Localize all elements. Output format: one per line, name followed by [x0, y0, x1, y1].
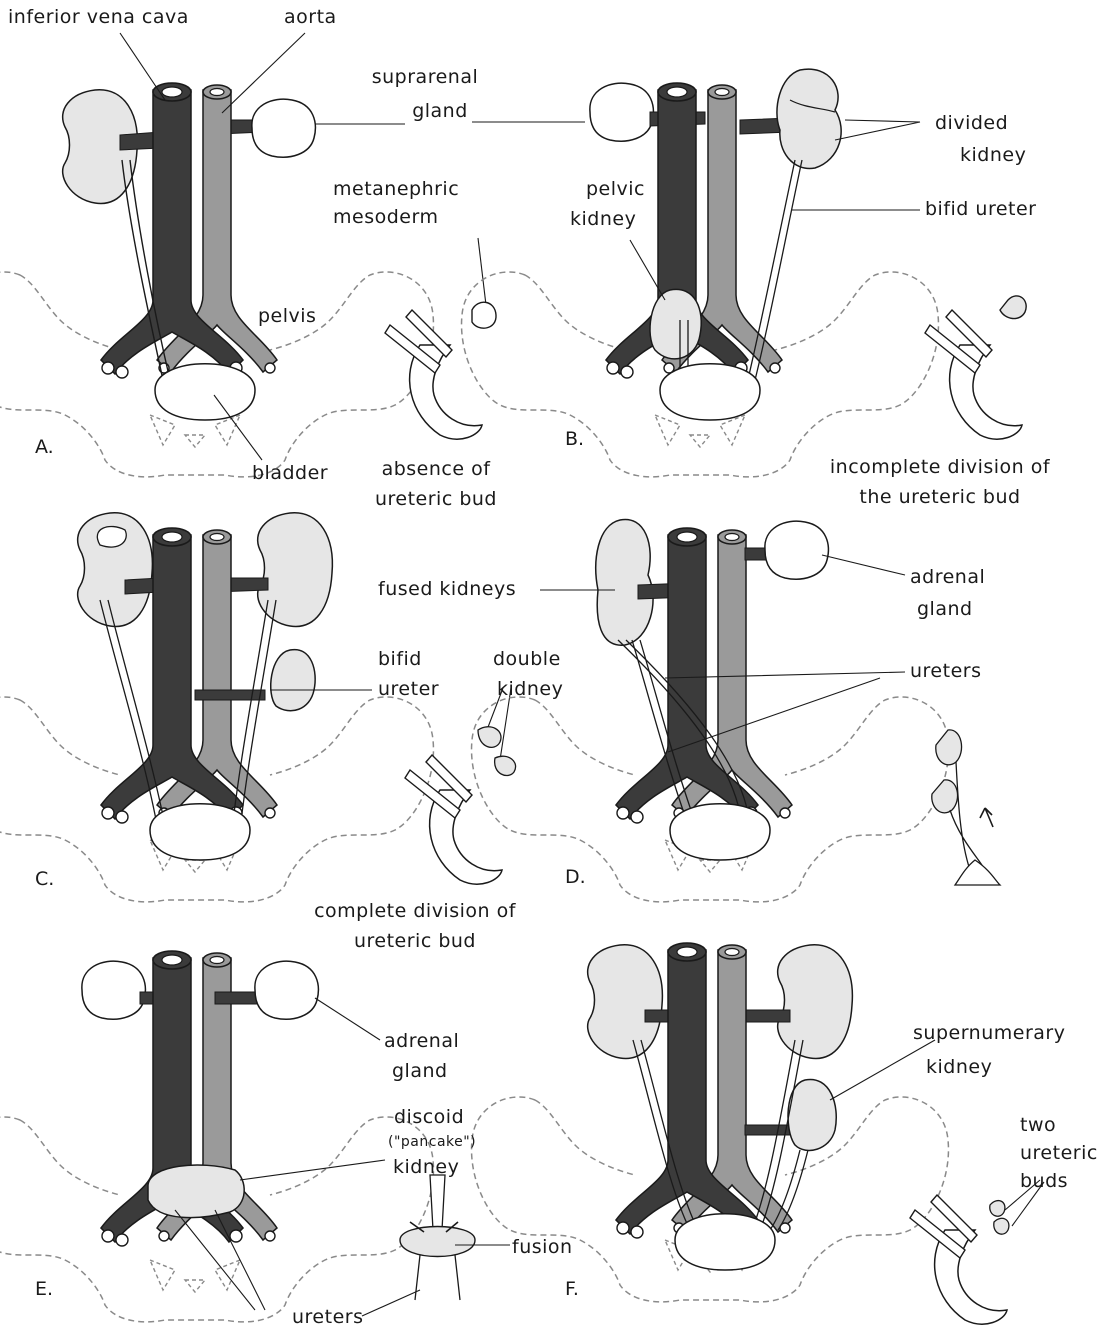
panel-label-c: C. [35, 868, 54, 890]
label-divided-kidney: kidney [960, 144, 1026, 167]
label-discoid: discoid [394, 1106, 464, 1129]
label-adrenal-gland-e: gland [392, 1060, 448, 1083]
caption-c-2: ureteric bud [330, 930, 500, 953]
label-inferior-vena-cava: inferior vena cava [8, 6, 189, 29]
label-supernumerary: supernumerary [913, 1022, 1065, 1045]
panel-a-drawing [0, 33, 585, 477]
label-adrenal-e: adrenal [384, 1030, 459, 1053]
label-pelvic-kidney: kidney [570, 208, 636, 231]
label-mesoderm: mesoderm [333, 206, 438, 229]
label-bifid: bifid [378, 648, 422, 671]
label-pelvic: pelvic [586, 178, 645, 201]
label-suprarenal: suprarenal [370, 66, 480, 89]
panel-label-e: E. [35, 1278, 53, 1300]
label-double-kidney: kidney [497, 678, 563, 701]
label-discoid-kidney: kidney [393, 1156, 459, 1179]
label-bifid-ureter-b: bifid ureter [925, 198, 1036, 221]
label-ureters-d: ureters [910, 660, 981, 683]
label-supernumerary-kidney: kidney [926, 1056, 992, 1079]
panel-label-a: A. [35, 436, 54, 458]
label-fusion: fusion [512, 1236, 573, 1259]
label-two: two [1020, 1114, 1056, 1137]
label-adrenal-d: adrenal [910, 566, 985, 589]
label-metanephric: metanephric [333, 178, 459, 201]
panel-label-b: B. [565, 428, 584, 450]
label-ureters-e: ureters [292, 1306, 363, 1329]
caption-a-1: absence of [366, 458, 506, 481]
label-suprarenal-gland: gland [400, 100, 480, 123]
panel-c-drawing [0, 513, 516, 902]
caption-a-2: ureteric bud [356, 488, 516, 511]
label-adrenal-gland-d: gland [917, 598, 973, 621]
label-fused-kidneys: fused kidneys [378, 578, 516, 601]
label-aorta: aorta [284, 6, 337, 29]
caption-c-1: complete division of [290, 900, 540, 923]
panel-label-d: D. [565, 866, 586, 888]
label-divided: divided [935, 112, 1008, 135]
label-pelvis: pelvis [258, 305, 316, 328]
label-double: double [493, 648, 561, 671]
caption-b-2: the ureteric bud [830, 486, 1050, 509]
panel-label-f: F. [565, 1278, 579, 1300]
label-two-buds: buds [1020, 1170, 1068, 1193]
panel-f-drawing [472, 943, 1044, 1324]
label-bladder: bladder [252, 462, 328, 485]
label-two-ureteric: ureteric [1020, 1142, 1098, 1165]
label-bifid-ureter-c: ureter [378, 678, 439, 701]
label-pancake: ("pancake") [388, 1134, 476, 1151]
caption-b-1: incomplete division of [800, 456, 1080, 479]
